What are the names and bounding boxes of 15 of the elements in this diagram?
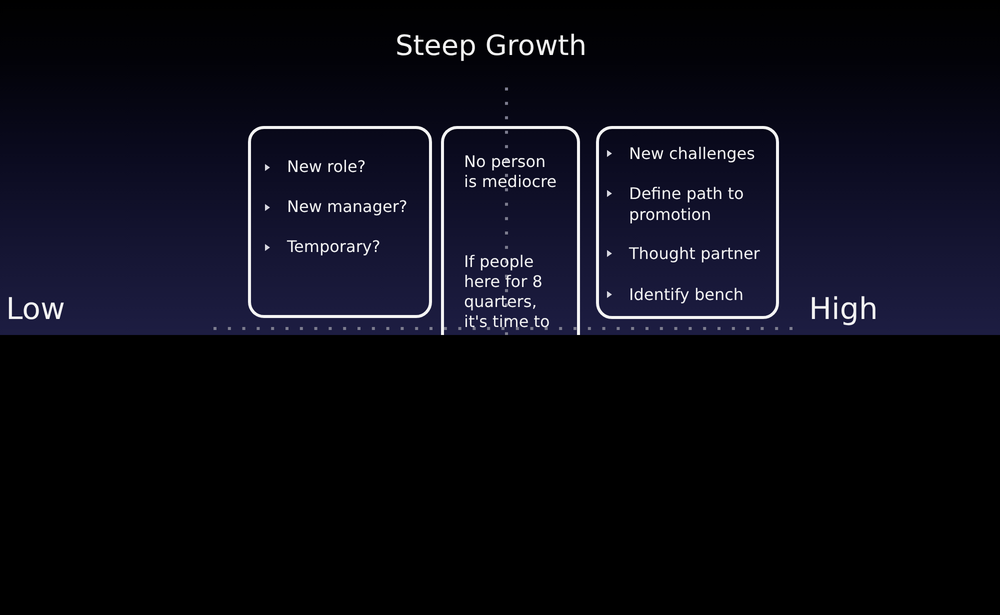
rounded-card bbox=[596, 126, 779, 319]
card-text: No person is mediocre bbox=[464, 152, 558, 192]
card-text: If people here for 8 quarters, it's time to bbox=[464, 252, 551, 332]
axis-label: High bbox=[809, 293, 878, 327]
list-item-text: Identify bench bbox=[629, 284, 744, 305]
list-item-text: Define path to promotion bbox=[629, 183, 745, 225]
list-item-text: New challenges bbox=[629, 143, 755, 164]
rounded-card bbox=[441, 126, 580, 335]
axis-label: Low bbox=[6, 293, 66, 327]
list-item-text: New manager? bbox=[287, 197, 408, 217]
list-item-text: Thought partner bbox=[629, 243, 760, 264]
list-item-text: Temporary? bbox=[287, 237, 380, 257]
list-item-text: New role? bbox=[287, 157, 366, 177]
slide-title: Steep Growth bbox=[395, 29, 587, 62]
rounded-card bbox=[248, 126, 432, 318]
